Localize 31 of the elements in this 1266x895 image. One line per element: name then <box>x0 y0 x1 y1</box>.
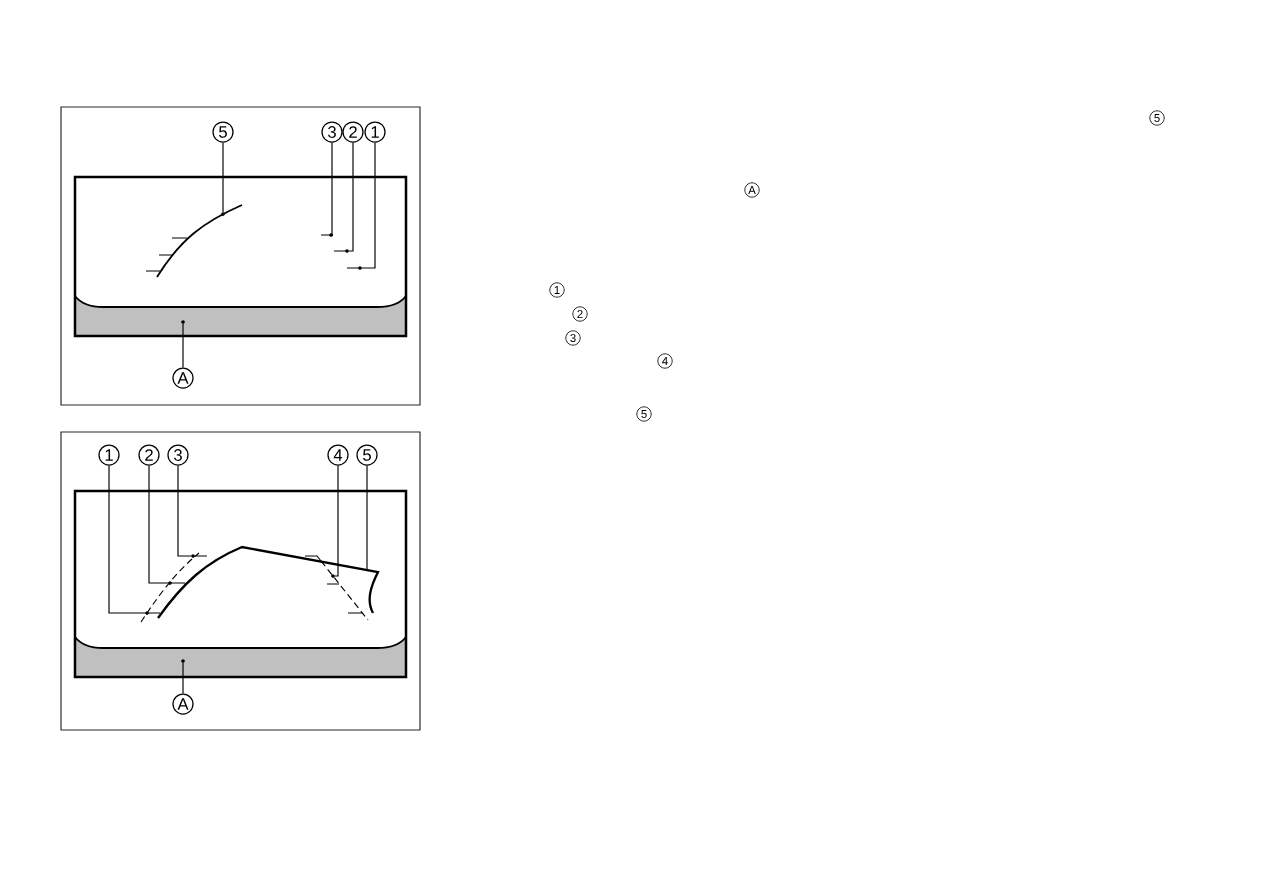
callout-number: 1 <box>98 444 120 466</box>
leader-line <box>222 142 224 213</box>
leader-line <box>366 465 368 570</box>
panel-frame <box>60 431 421 731</box>
callout-number: 4 <box>327 444 349 466</box>
callout-number: 5 <box>1149 110 1165 126</box>
callout-number: 1 <box>364 121 386 143</box>
callout-number: 3 <box>167 444 189 466</box>
callout-number: 2 <box>342 121 364 143</box>
leader-line <box>182 323 184 368</box>
panel-frame <box>60 106 421 406</box>
leader-line <box>182 662 184 694</box>
callout-number: A <box>744 182 760 198</box>
callout-number: 5 <box>212 121 234 143</box>
leader-line <box>331 142 334 236</box>
callout-number: 2 <box>138 444 160 466</box>
callout-number: A <box>172 693 194 715</box>
leader-line <box>177 465 192 557</box>
leader-line <box>108 465 146 614</box>
leader-line <box>148 465 169 584</box>
callout-number: A <box>172 367 194 389</box>
callout-number: 1 <box>549 282 565 298</box>
callout-number: 5 <box>356 444 378 466</box>
leader-line <box>361 142 376 269</box>
callout-number: 3 <box>321 121 343 143</box>
callout-number: 3 <box>565 330 581 346</box>
callout-number: 5 <box>636 406 652 422</box>
callout-number: 4 <box>657 353 673 369</box>
callout-number: 2 <box>572 306 588 322</box>
leader-line <box>348 142 354 252</box>
leader-line <box>334 465 339 577</box>
